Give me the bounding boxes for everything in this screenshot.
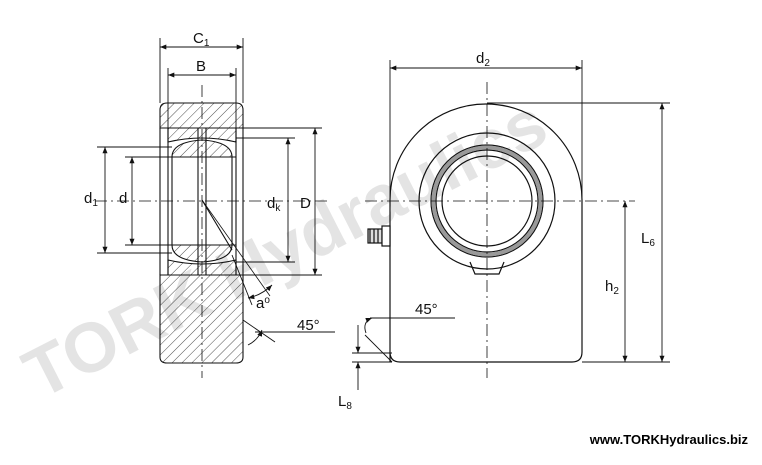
label-b: B (196, 58, 206, 75)
dimension-b (167, 68, 237, 128)
label-dk: dk (267, 195, 281, 214)
dimension-tilt-angle (231, 254, 273, 306)
dimension-chamfer-left (242, 319, 335, 346)
watermark-text: TORK Hydraulics (11, 83, 558, 413)
label-tilt-angle: ao (256, 295, 270, 312)
dimension-d (125, 156, 172, 246)
side-section-view (159, 102, 271, 364)
dimension-d2 (389, 60, 583, 200)
dimension-c1 (159, 38, 244, 103)
website-url[interactable]: www.TORKHydraulics.biz (589, 432, 749, 447)
dimension-dk (236, 137, 295, 263)
label-h2: h2 (605, 278, 619, 297)
label-l6: L6 (641, 230, 655, 249)
housing-bottom-section (159, 274, 244, 364)
label-l8: L8 (338, 393, 352, 412)
dimension-chamfer-right (364, 317, 455, 363)
label-chamfer-right: 45° (415, 301, 438, 318)
label-d-outer: D (300, 195, 311, 212)
dimension-d1 (97, 146, 172, 254)
label-chamfer-left: 45° (297, 317, 320, 334)
housing-top-section (159, 102, 244, 129)
label-d2: d2 (476, 50, 490, 69)
housing-outline (389, 103, 583, 363)
dimension-l6 (487, 102, 670, 363)
dimension-d-outer (243, 127, 322, 276)
label-c1: C1 (193, 30, 210, 49)
dimension-l8 (352, 325, 392, 390)
label-d: d (119, 190, 127, 207)
label-d1: d1 (84, 190, 98, 209)
